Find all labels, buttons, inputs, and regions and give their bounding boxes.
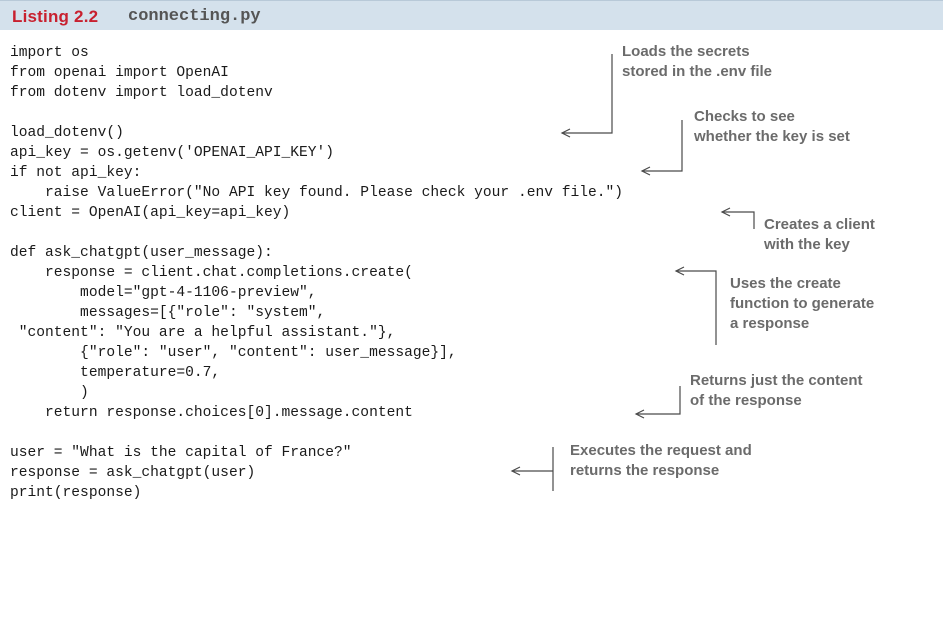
annotation-line: returns the response <box>570 462 720 479</box>
connector-returns-content <box>636 386 681 415</box>
code-line: model="gpt-4-1106-preview", <box>10 285 317 301</box>
annotation-line: Returns just the content <box>690 372 863 389</box>
code-line: response = client.chat.completions.creat… <box>10 265 413 281</box>
listing-header: Listing 2.2 connecting.py <box>0 0 943 30</box>
connector-check-key <box>642 120 683 172</box>
code-line: from dotenv import load_dotenv <box>10 85 273 101</box>
arrowhead-icon <box>510 466 521 476</box>
annotation-line: Creates a client <box>764 216 875 233</box>
code-line: "content": "You are a helpful assistant.… <box>10 325 396 341</box>
annotation-returns-content: Returns just the content of the response <box>690 371 863 411</box>
code-line: messages=[{"role": "system", <box>10 305 326 321</box>
annotation-executes-request: Executes the request and returns the res… <box>570 441 752 481</box>
connector-create-function <box>676 270 717 345</box>
annotation-create-client: Creates a client with the key <box>764 215 875 255</box>
code-line: return response.choices[0].message.conte… <box>10 405 413 421</box>
annotation-line: function to generate <box>730 295 875 312</box>
listing-filename: connecting.py <box>128 7 261 26</box>
code-line: import os <box>10 45 89 61</box>
code-line: from openai import OpenAI <box>10 65 229 81</box>
connector-create-client <box>722 211 755 229</box>
code-line: temperature=0.7, <box>10 365 221 381</box>
annotation-line: whether the key is set <box>694 128 850 145</box>
listing-label: Listing 2.2 <box>12 7 99 26</box>
code-line: raise ValueError("No API key found. Plea… <box>10 185 624 201</box>
annotation-line: Executes the request and <box>570 442 752 459</box>
connector-load-secrets <box>562 54 613 134</box>
code-line: response = ask_chatgpt(user) <box>10 465 256 481</box>
annotation-load-secrets: Loads the secrets stored in the .env fil… <box>622 42 772 82</box>
annotation-line: Uses the create <box>730 275 841 292</box>
annotation-line: Loads the secrets <box>622 43 750 60</box>
arrowhead-icon <box>674 266 685 276</box>
annotation-line: a response <box>730 315 810 332</box>
code-line: client = OpenAI(api_key=api_key) <box>10 205 291 221</box>
annotation-line: stored in the .env file <box>622 63 773 80</box>
arrowhead-icon <box>720 207 731 217</box>
code-line: load_dotenv() <box>10 125 124 141</box>
annotation-line: of the response <box>690 392 802 409</box>
arrowhead-icon <box>560 128 571 138</box>
annotation-line: Checks to see <box>694 108 795 125</box>
code-line: def ask_chatgpt(user_message): <box>10 245 273 261</box>
annotation-line: with the key <box>764 236 850 253</box>
code-line: {"role": "user", "content": user_message… <box>10 345 457 361</box>
connector-executes-request <box>512 447 554 491</box>
code-line: if not api_key: <box>10 165 142 181</box>
arrowhead-icon <box>634 409 645 419</box>
code-line: api_key = os.getenv('OPENAI_API_KEY') <box>10 145 335 161</box>
arrowhead-icon <box>640 166 651 176</box>
annotation-check-key: Checks to see whether the key is set <box>694 107 850 147</box>
code-line: print(response) <box>10 485 142 501</box>
annotation-create-function: Uses the create function to generate a r… <box>730 274 874 334</box>
code-line: user = "What is the capital of France?" <box>10 445 352 461</box>
code-line: ) <box>10 385 89 401</box>
